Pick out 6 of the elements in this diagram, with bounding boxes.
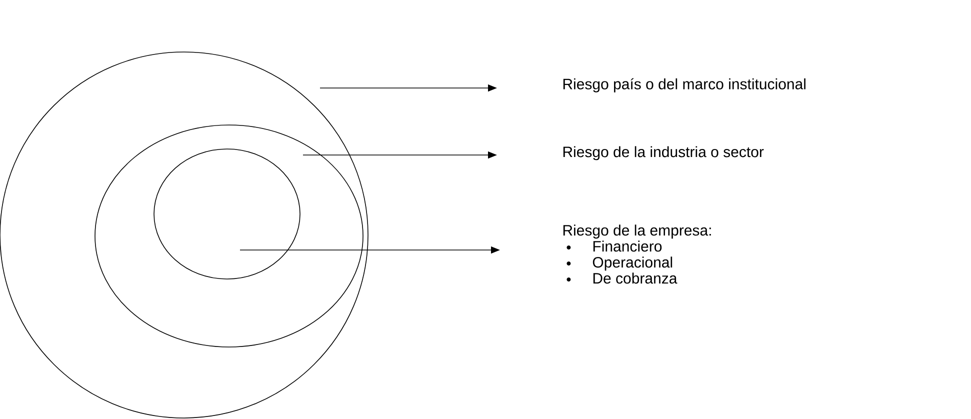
label-text: Riesgo de la industria o sector	[563, 146, 764, 160]
ring	[94, 124, 364, 348]
list-text: Riesgo de la empresa: Financiero Operacional De cobranza	[563, 224, 711, 284]
label-text: Riesgo país o del marco institucional	[563, 78, 806, 92]
ring	[154, 148, 300, 280]
ring	[0, 52, 368, 418]
